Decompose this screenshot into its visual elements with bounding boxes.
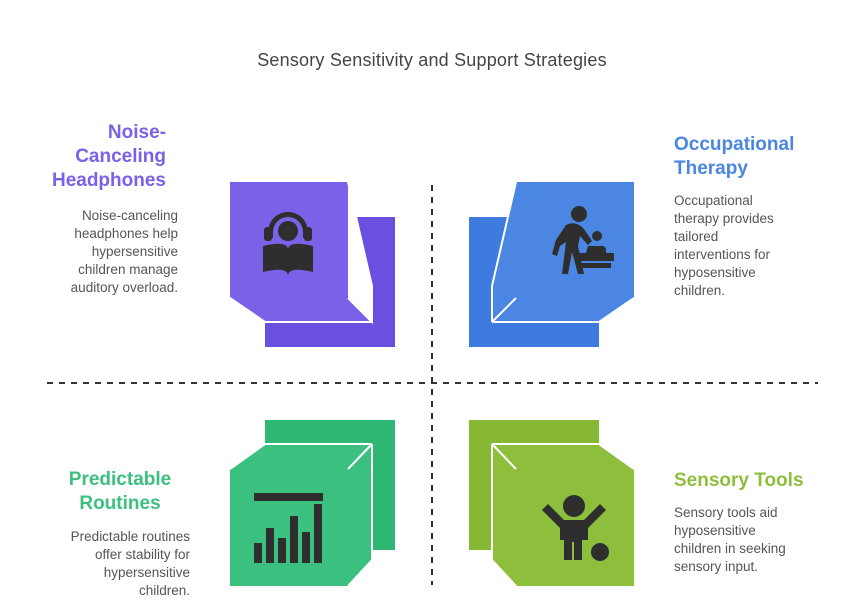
heading-predictable-routines: Predictable Routines [68, 469, 172, 514]
desc-occupational-therapy: Occupational therapy provides tailored i… [674, 193, 774, 298]
desc-sensory-tools: Sensory tools aid hyposensitive children… [674, 505, 786, 574]
heading-occupational-therapy: Occupational Therapy [674, 134, 795, 179]
block-sensory-tools [469, 420, 635, 587]
caregiver-with-child-icon [552, 206, 614, 274]
block-occupational-therapy [469, 181, 635, 347]
bar-chart-icon [254, 493, 323, 563]
desc-predictable-routines: Predictable routines offer stability for… [70, 529, 190, 598]
heading-sensory-tools: Sensory Tools [674, 470, 804, 491]
heading-noise-canceling: Noise- Canceling Headphones [51, 122, 166, 191]
reading-with-headphones-icon [263, 212, 313, 276]
block-predictable-routines [229, 420, 395, 587]
desc-noise-canceling: Noise-canceling headphones help hypersen… [70, 208, 178, 295]
block-noise-canceling [229, 181, 395, 347]
child-with-ball-icon [542, 495, 609, 561]
diagram-title: Sensory Sensitivity and Support Strategi… [257, 50, 607, 70]
